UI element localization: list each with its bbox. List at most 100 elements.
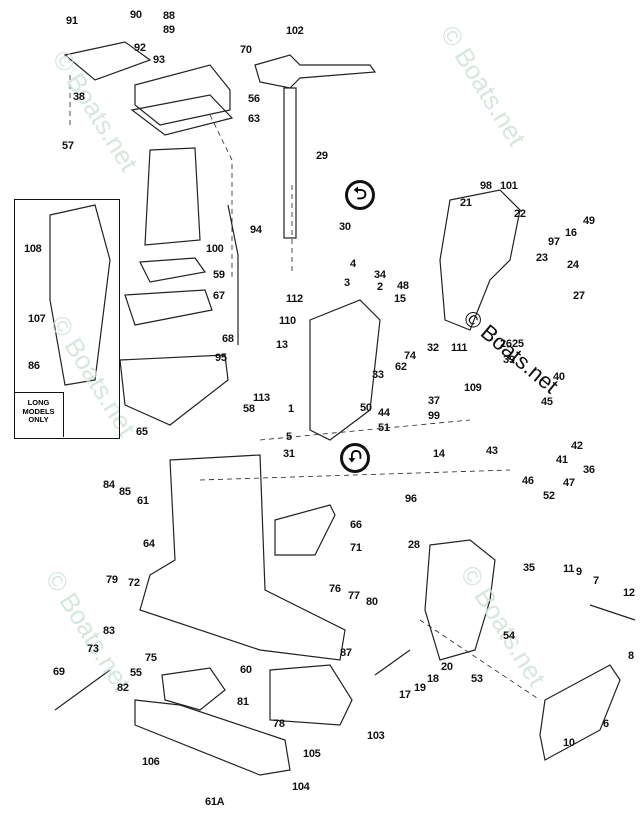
callout[interactable]: 107 bbox=[28, 313, 46, 325]
callout[interactable]: 45 bbox=[541, 396, 553, 408]
callout[interactable]: 5 bbox=[286, 431, 292, 443]
callout[interactable]: 88 bbox=[163, 10, 175, 22]
callout[interactable]: 46 bbox=[522, 475, 534, 487]
callout[interactable]: 91 bbox=[66, 15, 78, 27]
callout[interactable]: 103 bbox=[367, 730, 385, 742]
callout[interactable]: 54 bbox=[503, 630, 515, 642]
callout[interactable]: 69 bbox=[53, 666, 65, 678]
callout[interactable]: 82 bbox=[117, 682, 129, 694]
callout[interactable]: 70 bbox=[240, 44, 252, 56]
callout[interactable]: 85 bbox=[119, 486, 131, 498]
callout[interactable]: 87 bbox=[340, 647, 352, 659]
callout[interactable]: 68 bbox=[222, 333, 234, 345]
callout[interactable]: 112 bbox=[286, 293, 303, 305]
callout[interactable]: 57 bbox=[62, 140, 74, 152]
callout[interactable]: 98 bbox=[480, 180, 492, 192]
callout[interactable]: 36 bbox=[583, 464, 595, 476]
callout[interactable]: 62 bbox=[395, 361, 407, 373]
callout[interactable]: 17 bbox=[399, 689, 411, 701]
callout[interactable]: 94 bbox=[250, 224, 262, 236]
callout[interactable]: 38 bbox=[73, 91, 85, 103]
callout[interactable]: 19 bbox=[414, 682, 426, 694]
callout[interactable]: 11 bbox=[563, 563, 575, 575]
callout[interactable]: 33 bbox=[372, 369, 384, 381]
callout[interactable]: 64 bbox=[143, 538, 155, 550]
callout[interactable]: 76 bbox=[329, 583, 341, 595]
callout[interactable]: 110 bbox=[279, 315, 296, 327]
callout[interactable]: 79 bbox=[106, 574, 118, 586]
callout[interactable]: 77 bbox=[348, 590, 360, 602]
callout[interactable]: 83 bbox=[103, 625, 115, 637]
callout[interactable]: 30 bbox=[339, 221, 351, 233]
callout[interactable]: 105 bbox=[303, 748, 321, 760]
callout[interactable]: 34 bbox=[374, 269, 386, 281]
callout[interactable]: 15 bbox=[394, 293, 406, 305]
callout[interactable]: 22 bbox=[514, 208, 526, 220]
callout[interactable]: 97 bbox=[548, 236, 560, 248]
callout[interactable]: 113 bbox=[253, 392, 270, 404]
callout[interactable]: 111 bbox=[451, 342, 468, 354]
callout[interactable]: 61A bbox=[205, 796, 225, 808]
callout[interactable]: 99 bbox=[428, 410, 440, 422]
callout[interactable]: 23 bbox=[536, 252, 548, 264]
callout[interactable]: 1 bbox=[288, 403, 294, 415]
callout[interactable]: 63 bbox=[248, 113, 260, 125]
callout[interactable]: 72 bbox=[128, 577, 140, 589]
callout[interactable]: 81 bbox=[237, 696, 249, 708]
callout[interactable]: 16 bbox=[565, 227, 577, 239]
callout[interactable]: 108 bbox=[24, 243, 42, 255]
callout[interactable]: 8 bbox=[628, 650, 634, 662]
callout[interactable]: 100 bbox=[206, 243, 224, 255]
callout[interactable]: 56 bbox=[248, 93, 260, 105]
callout[interactable]: 18 bbox=[427, 673, 439, 685]
callout[interactable]: 27 bbox=[573, 290, 585, 302]
callout[interactable]: 75 bbox=[145, 652, 157, 664]
callout[interactable]: 80 bbox=[366, 596, 378, 608]
callout[interactable]: 43 bbox=[486, 445, 498, 457]
callout[interactable]: 49 bbox=[583, 215, 595, 227]
callout[interactable]: 48 bbox=[397, 280, 409, 292]
callout[interactable]: 92 bbox=[134, 42, 146, 54]
callout[interactable]: 40 bbox=[553, 371, 565, 383]
callout[interactable]: 44 bbox=[378, 407, 390, 419]
callout[interactable]: 109 bbox=[464, 382, 482, 394]
callout[interactable]: 14 bbox=[433, 448, 445, 460]
callout[interactable]: 93 bbox=[153, 54, 165, 66]
callout[interactable]: 32 bbox=[427, 342, 439, 354]
callout[interactable]: 35 bbox=[523, 562, 535, 574]
callout[interactable]: 2 bbox=[377, 281, 383, 293]
callout[interactable]: 95 bbox=[215, 352, 227, 364]
callout[interactable]: 37 bbox=[428, 395, 440, 407]
callout[interactable]: 21 bbox=[460, 197, 472, 209]
callout[interactable]: 31 bbox=[283, 448, 295, 460]
callout[interactable]: 51 bbox=[378, 422, 390, 434]
callout[interactable]: 55 bbox=[130, 667, 142, 679]
callout[interactable]: 78 bbox=[273, 718, 285, 730]
callout[interactable]: 6 bbox=[603, 718, 609, 730]
callout[interactable]: 41 bbox=[556, 454, 568, 466]
callout[interactable]: 7 bbox=[593, 575, 599, 587]
callout[interactable]: 42 bbox=[571, 440, 583, 452]
callout[interactable]: 59 bbox=[213, 269, 225, 281]
callout[interactable]: 86 bbox=[28, 360, 40, 372]
callout[interactable]: 90 bbox=[130, 9, 142, 21]
callout[interactable]: 101 bbox=[500, 180, 518, 192]
callout[interactable]: 104 bbox=[292, 781, 310, 793]
callout[interactable]: 28 bbox=[408, 539, 420, 551]
callout[interactable]: 50 bbox=[360, 402, 372, 414]
callout[interactable]: 24 bbox=[567, 259, 579, 271]
callout[interactable]: 73 bbox=[87, 643, 99, 655]
callout[interactable]: 106 bbox=[142, 756, 160, 768]
callout[interactable]: 39 bbox=[503, 354, 515, 366]
callout[interactable]: 66 bbox=[350, 519, 362, 531]
callout[interactable]: 13 bbox=[276, 339, 288, 351]
callout[interactable]: 29 bbox=[316, 150, 328, 162]
callout[interactable]: 9 bbox=[576, 566, 582, 578]
callout[interactable]: 20 bbox=[441, 661, 453, 673]
callout[interactable]: 25 bbox=[512, 338, 524, 350]
callout[interactable]: 61 bbox=[137, 495, 149, 507]
callout[interactable]: 84 bbox=[103, 479, 115, 491]
callout[interactable]: 47 bbox=[563, 477, 575, 489]
callout[interactable]: 74 bbox=[404, 350, 416, 362]
callout[interactable]: 67 bbox=[213, 290, 225, 302]
